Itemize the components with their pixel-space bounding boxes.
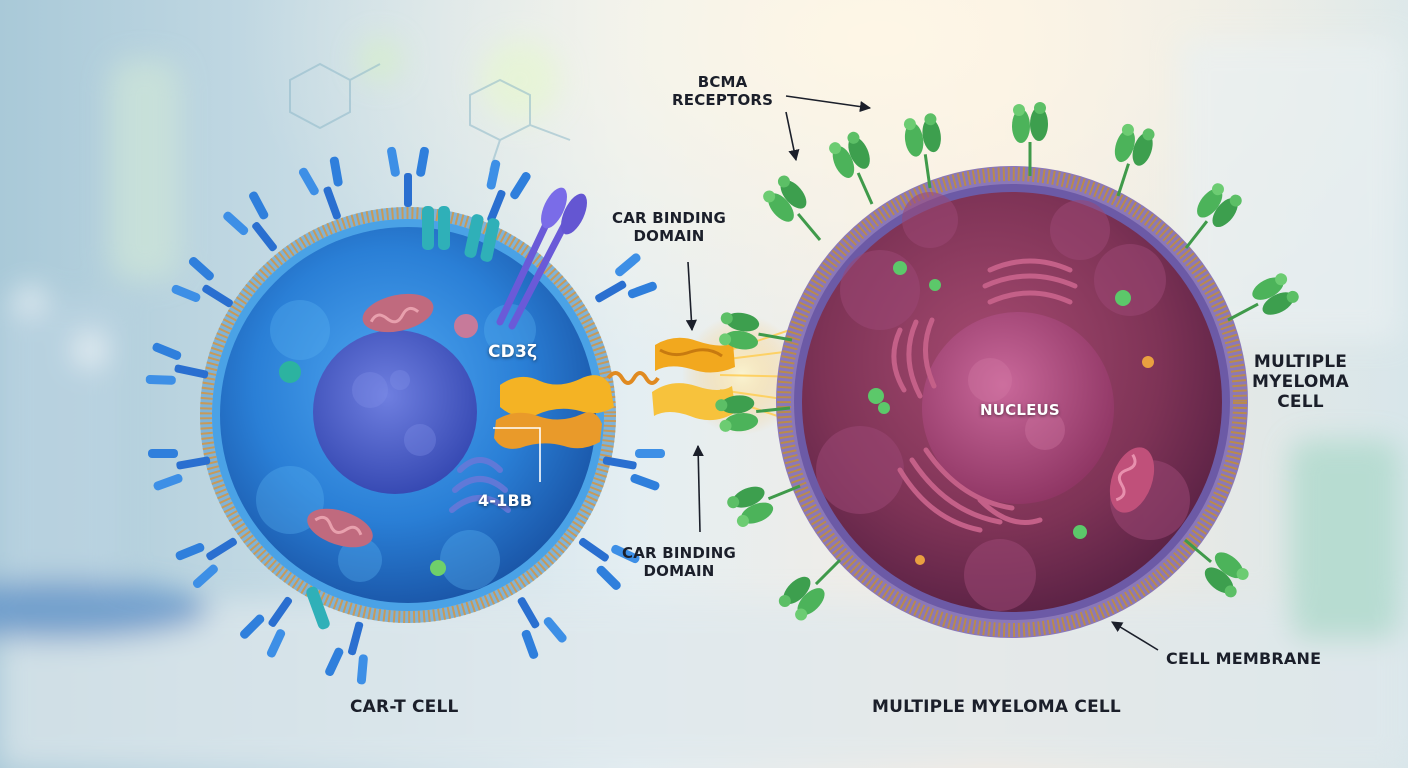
car-binding-top-line-1: CAR BINDING: [612, 209, 727, 227]
four-one-bb-label: 4-1BB: [478, 491, 533, 510]
car-binding-top-line-2: DOMAIN: [633, 226, 705, 245]
bcma-receptors-line-2: RECEPTORS: [672, 90, 774, 109]
myeloma-cell-shape: [713, 100, 1304, 638]
mm-side-line-1: MULTIPLE: [1253, 352, 1348, 372]
car-t-cell-shape: [144, 146, 667, 687]
bcma-receptors-line-1: BCMA: [697, 73, 748, 91]
car-binding-domain-bottom-label: CAR BINDING DOMAIN: [622, 544, 737, 580]
bcma-receptors-label: BCMA RECEPTORS: [672, 73, 774, 109]
cd3z-label: CD3ζ: [488, 342, 538, 362]
mm-side-line-2: MYELOMA: [1252, 372, 1349, 393]
car-binding-bottom-line-1: CAR BINDING: [622, 544, 737, 562]
car-binding-domain-top-label: CAR BINDING DOMAIN: [612, 209, 727, 245]
car-binding-bottom-line-2: DOMAIN: [643, 561, 715, 580]
multiple-myeloma-cell-label: MULTIPLE MYELOMA CELL: [872, 697, 1121, 717]
car-construct: [494, 371, 660, 449]
mm-side-line-3: CELL: [1277, 392, 1324, 413]
car-t-cell-label: CAR-T CELL: [350, 697, 459, 717]
nucleus-label: NUCLEUS: [980, 401, 1060, 419]
multiple-myeloma-cell-side-label: MULTIPLE MYELOMA CELL: [1252, 352, 1349, 412]
cell-membrane-label: CELL MEMBRANE: [1166, 649, 1322, 668]
annotation-arrows: [493, 95, 1159, 651]
